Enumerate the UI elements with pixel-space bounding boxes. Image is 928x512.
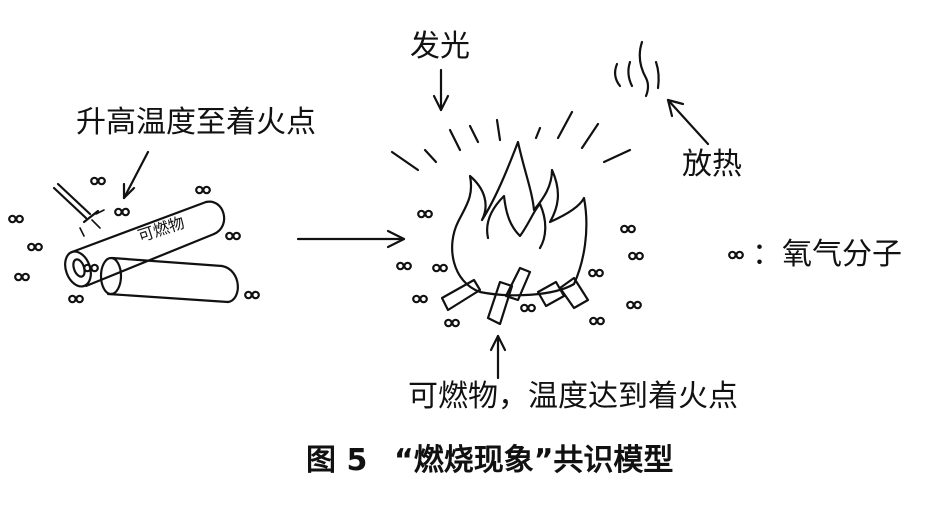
oxygen-legend-label: ：氧气分子 [752, 237, 902, 272]
release-heat-label: 放热 [682, 147, 742, 182]
arrow-raise-temp [122, 150, 150, 200]
heat-wisps [613, 40, 660, 98]
log-upper-icon [64, 200, 226, 288]
fire-scene [390, 40, 710, 380]
raise-temperature-label: 升高温度至着火点 [76, 105, 316, 140]
log-lower-icon [99, 256, 239, 304]
oxygen-molecules-left [8, 176, 260, 304]
inner-flame-line [486, 194, 547, 250]
arrow-light [432, 68, 450, 112]
firewood-icon [440, 266, 590, 326]
arrow-heat [666, 98, 710, 146]
flame-icon [451, 140, 588, 297]
emit-light-label: 发光 [410, 29, 470, 64]
figure-number: 图 5 [306, 443, 368, 478]
fuel-at-ignition-label: 可燃物，温度达到着火点 [408, 379, 738, 414]
light-rays [390, 110, 632, 172]
oxygen-molecule-legend-icon [728, 250, 744, 260]
match-icon [52, 182, 105, 237]
arrow-fuel [489, 334, 507, 380]
left-scene: 可燃物 [8, 150, 260, 304]
transition-arrow [296, 229, 406, 249]
figure-title: “燃烧现象”共识模型 [394, 443, 674, 478]
